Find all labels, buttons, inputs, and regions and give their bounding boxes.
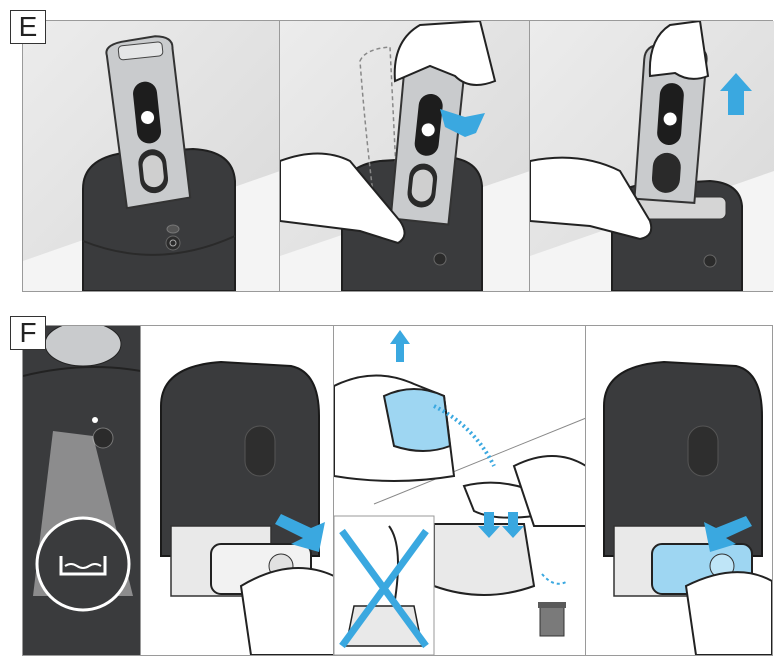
- section-letter-e: E: [10, 10, 46, 44]
- hand: [684, 571, 772, 655]
- arrow-up-icon: [390, 330, 410, 362]
- shaver: [633, 43, 708, 204]
- cartridge-icon: [59, 556, 107, 576]
- cartridge-seal: [382, 388, 452, 452]
- shaver: [105, 35, 192, 210]
- arrow-right-icon: [275, 514, 325, 552]
- section-e-illustrations: [22, 20, 774, 292]
- panel-e1-shaver-in-station: [23, 21, 280, 291]
- panel-f3-remove-seal-dispose: [334, 326, 586, 655]
- panel-f1-station-indicator-cartridge: [23, 326, 141, 655]
- section-letter-f: F: [10, 316, 46, 350]
- section-f-illustrations: [22, 325, 773, 656]
- arrow-up-icon: [720, 73, 752, 115]
- power-icon: [433, 252, 447, 266]
- panel-f2-pull-out-cartridge: [141, 326, 334, 655]
- cleaning-station: [160, 360, 320, 557]
- hand: [280, 152, 406, 245]
- hand: [393, 21, 497, 86]
- power-icon: [92, 427, 114, 449]
- arrow-down-icon: [478, 512, 500, 538]
- panel-e3-lift-shaver-out: [530, 21, 774, 291]
- trash-bin-icon: [538, 602, 566, 637]
- power-icon: [165, 235, 181, 251]
- power-icon: [703, 254, 717, 268]
- hand: [530, 156, 653, 241]
- arrow-down-icon: [502, 512, 524, 538]
- cleaning-station: [611, 179, 743, 291]
- panel-e2-remove-shaver-hand: [280, 21, 530, 291]
- arrow-left-icon: [704, 516, 752, 552]
- cleaning-station: [603, 360, 763, 557]
- cleaning-station: [82, 147, 236, 291]
- hand: [239, 567, 333, 655]
- panel-f4-insert-new-cartridge: [586, 326, 772, 655]
- hand: [648, 21, 710, 80]
- hand: [512, 455, 585, 527]
- arrow-right-icon: [440, 109, 485, 137]
- cartridge: [433, 523, 536, 596]
